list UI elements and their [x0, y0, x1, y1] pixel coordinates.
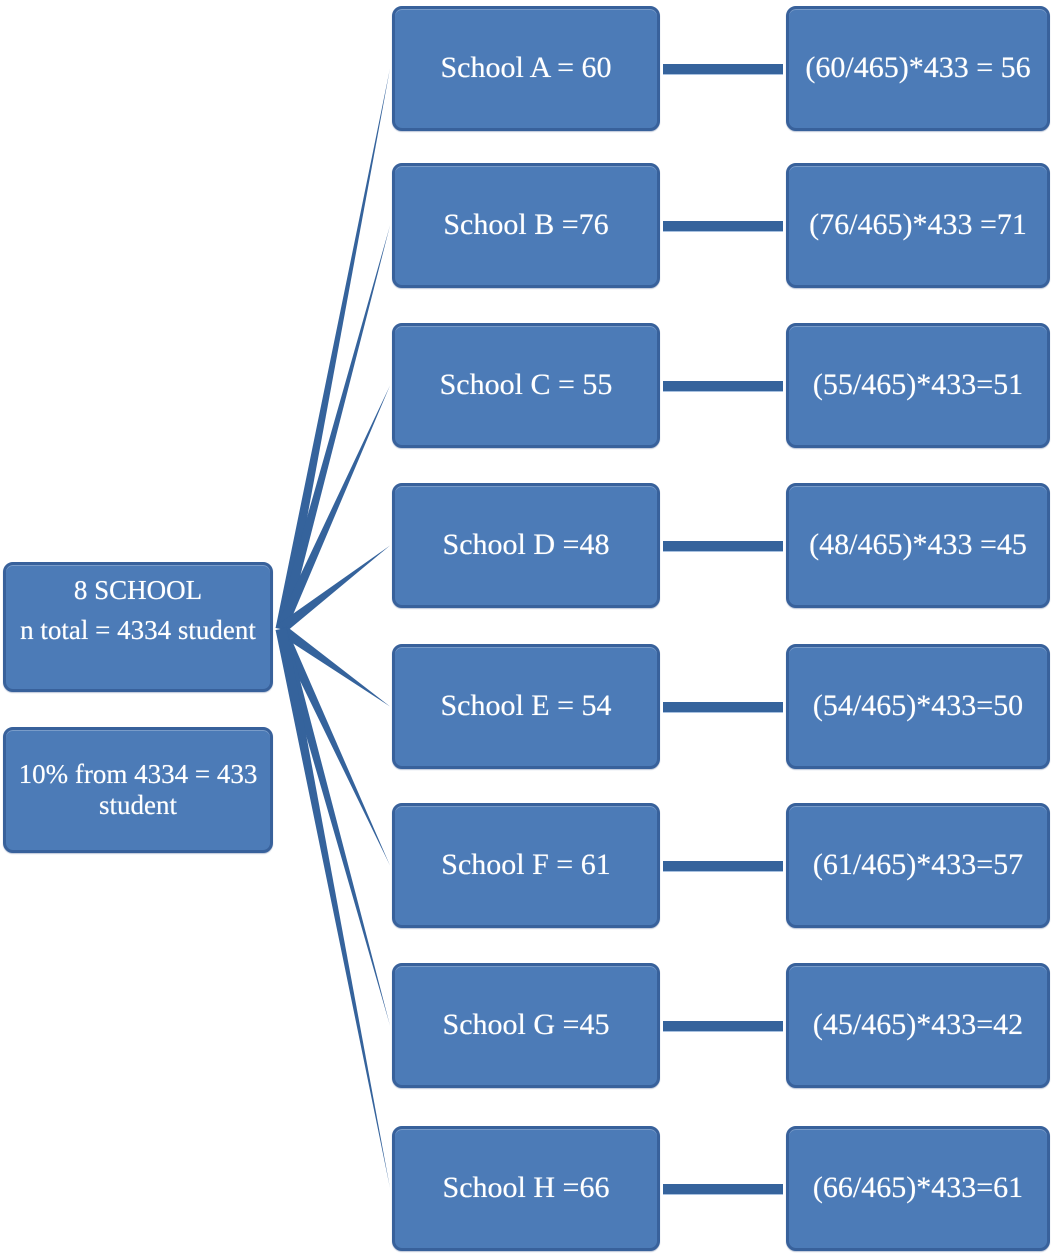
fan-connector-line [276, 626, 390, 866]
formula-node-a: (60/465)*433 = 56 [786, 6, 1050, 131]
root-node-title: 8 SCHOOL [73, 575, 203, 605]
school-row-e: School E = 54 (54/465)*433=50 [392, 644, 1050, 769]
formula-node-g: (45/465)*433=42 [786, 963, 1050, 1088]
school-node-f: School F = 61 [392, 803, 660, 928]
fan-connector-line [275, 385, 390, 632]
school-row-c: School C = 55 (55/465)*433=51 [392, 323, 1050, 448]
school-node-b: School B =76 [392, 163, 660, 288]
root-node-total-students: 8 SCHOOL n total = 4334 student [3, 562, 273, 692]
fan-connector-line [275, 68, 390, 631]
formula-node-b: (76/465)*433 =71 [786, 163, 1050, 288]
row-connector-line [663, 1020, 783, 1031]
formula-node-d: (48/465)*433 =45 [786, 483, 1050, 608]
row-connector-line [663, 220, 783, 231]
fan-connector-line [275, 627, 390, 1188]
formula-node-c: (55/465)*433=51 [786, 323, 1050, 448]
school-row-f: School F = 61 (61/465)*433=57 [392, 803, 1050, 928]
school-row-b: School B =76 (76/465)*433 =71 [392, 163, 1050, 288]
row-connector-line [663, 860, 783, 871]
row-connector-line [663, 540, 783, 551]
school-node-h: School H =66 [392, 1126, 660, 1251]
root-node-subtitle: n total = 4334 student [20, 615, 256, 646]
row-connector-line [663, 380, 783, 391]
row-connector-line [663, 1183, 783, 1194]
fan-connector-line [277, 624, 390, 707]
row-connector-line [663, 701, 783, 712]
sample-size-node: 10% from 4334 = 433 student [3, 727, 273, 853]
fan-connector-line [275, 225, 390, 631]
formula-node-e: (54/465)*433=50 [786, 644, 1050, 769]
school-row-g: School G =45 (45/465)*433=42 [392, 963, 1050, 1088]
sample-size-text: 10% from 4334 = 433 student [18, 758, 258, 820]
fan-connector-line [275, 627, 390, 1026]
school-node-g: School G =45 [392, 963, 660, 1088]
school-row-a: School A = 60 (60/465)*433 = 56 [392, 6, 1050, 131]
school-row-d: School D =48 (48/465)*433 =45 [392, 483, 1050, 608]
school-node-c: School C = 55 [392, 323, 660, 448]
fan-connector-line [277, 545, 390, 634]
school-node-a: School A = 60 [392, 6, 660, 131]
row-connector-line [663, 63, 783, 74]
school-row-h: School H =66 (66/465)*433=61 [392, 1126, 1050, 1251]
formula-node-f: (61/465)*433=57 [786, 803, 1050, 928]
school-node-e: School E = 54 [392, 644, 660, 769]
formula-node-h: (66/465)*433=61 [786, 1126, 1050, 1251]
school-node-d: School D =48 [392, 483, 660, 608]
